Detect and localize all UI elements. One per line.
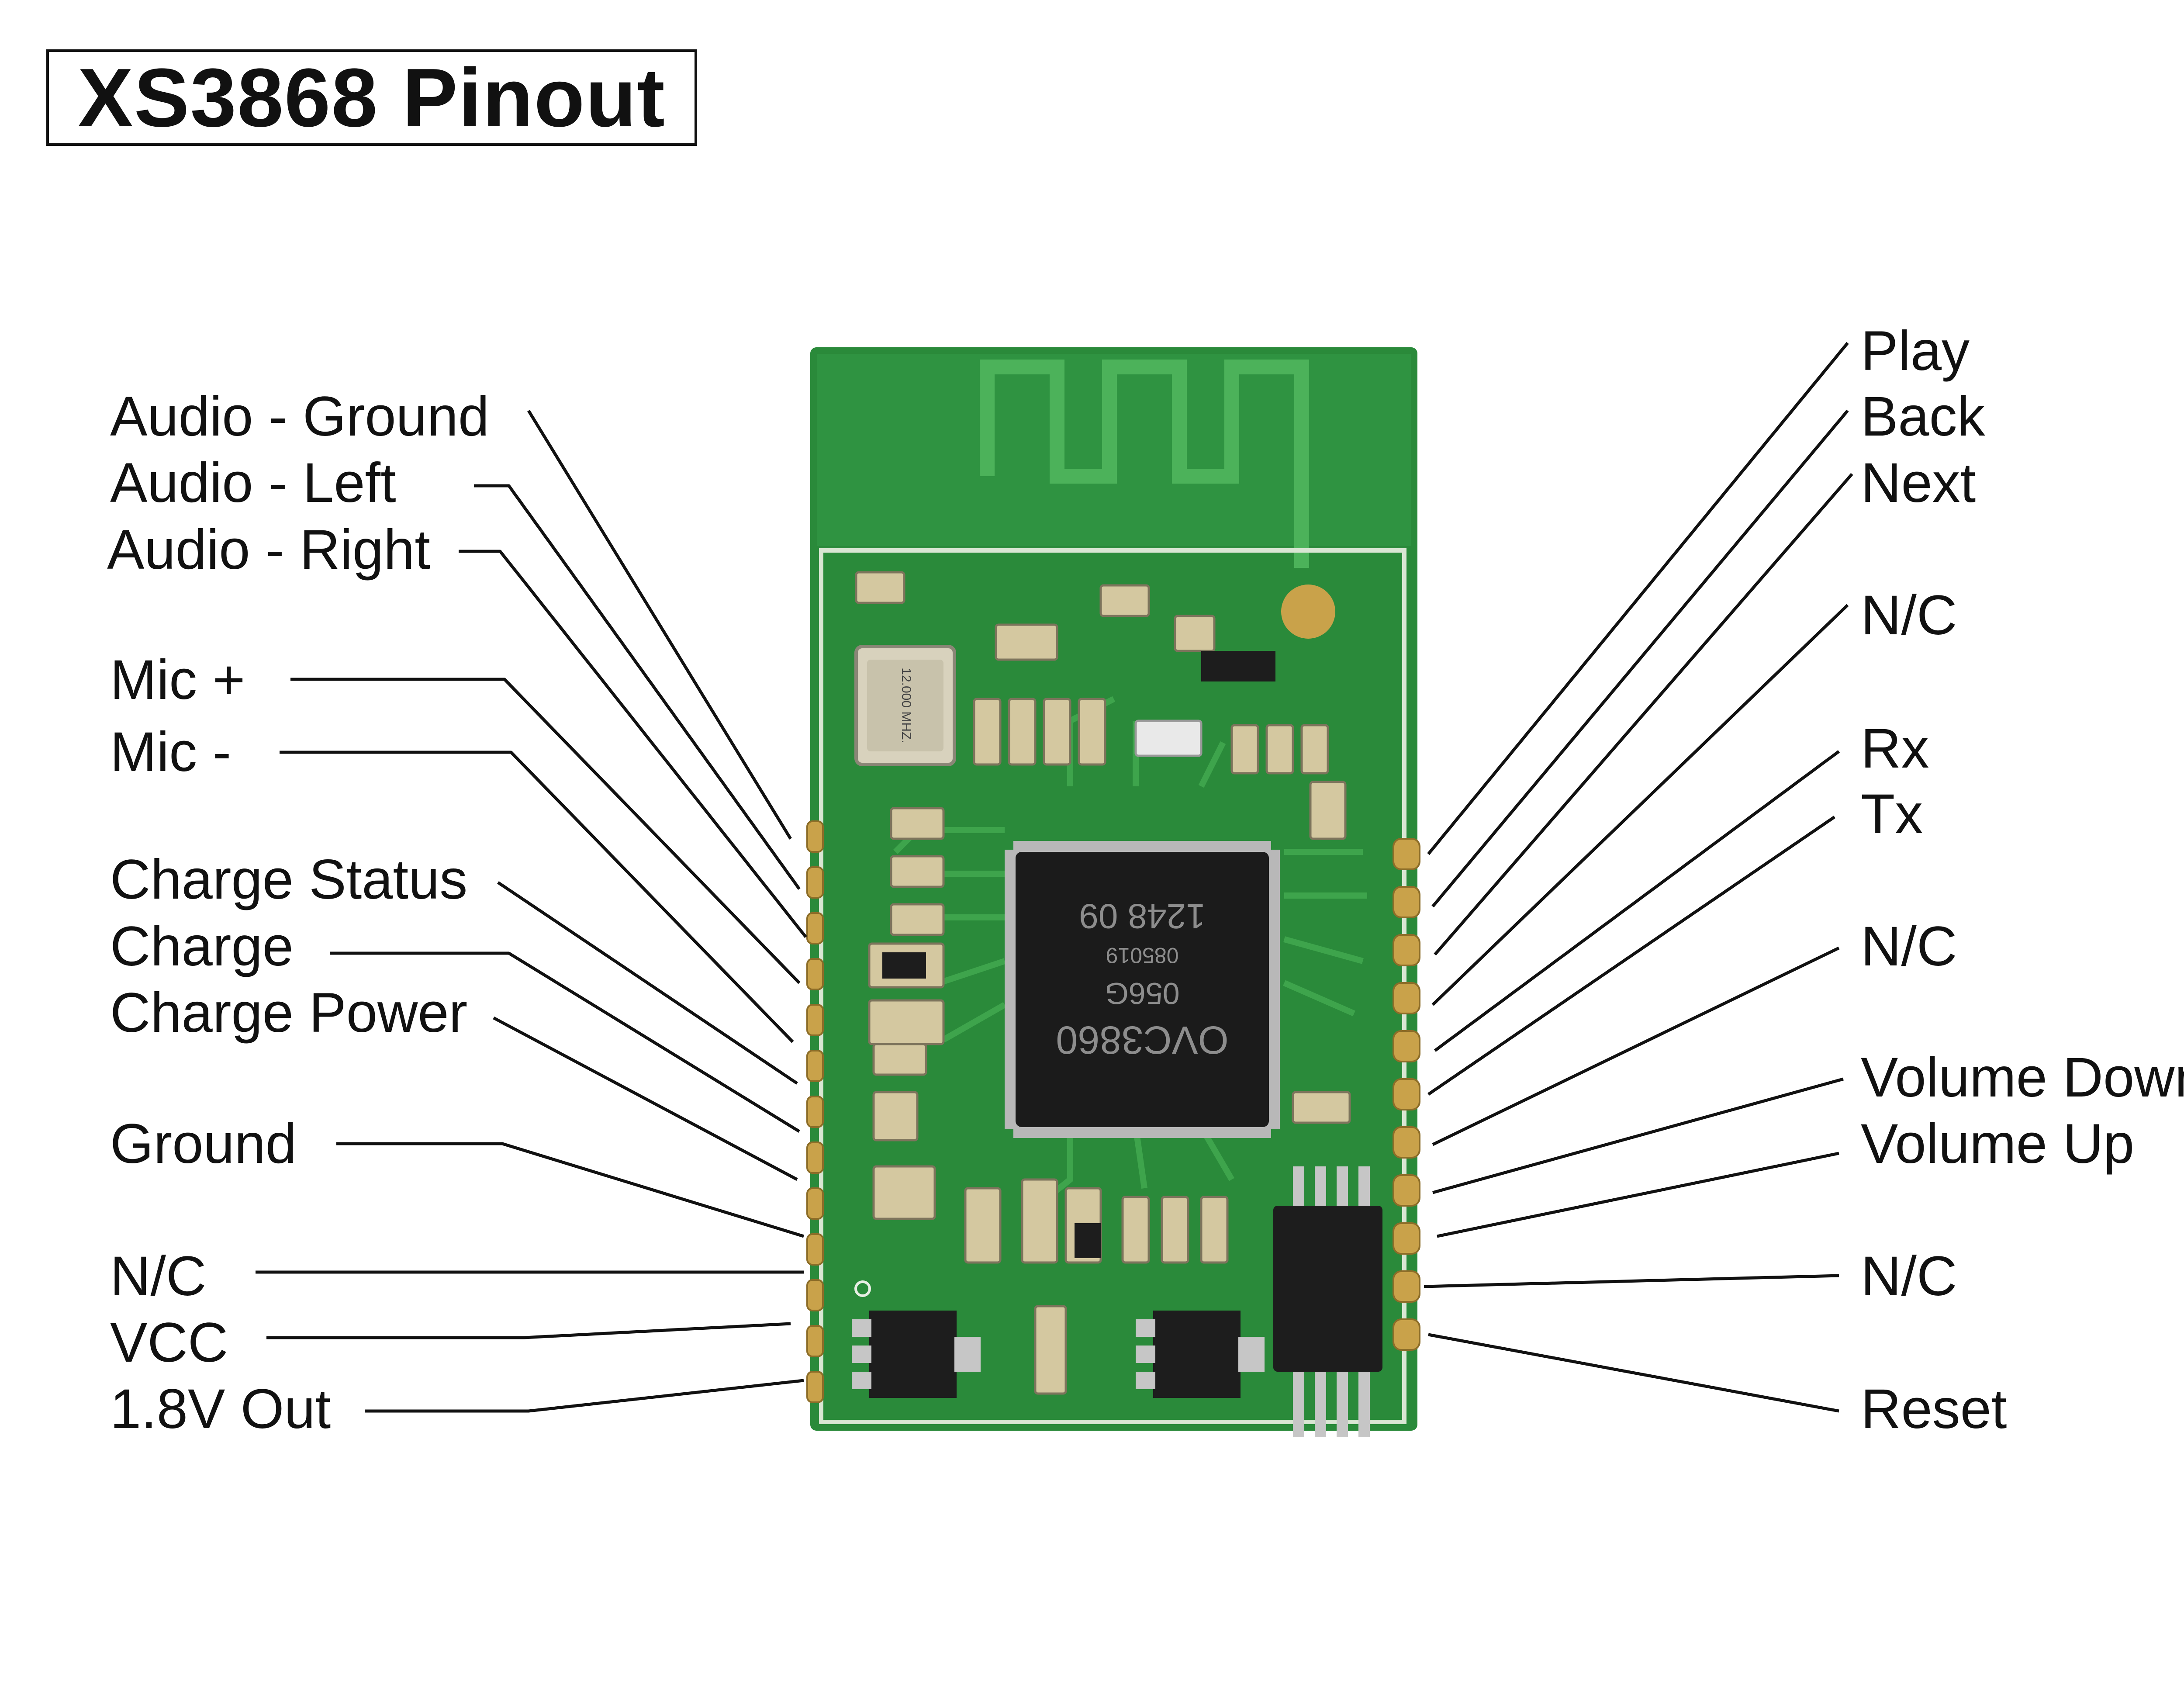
leader-audio-right <box>459 550 807 938</box>
pin-label-next: Next <box>1861 452 1976 514</box>
pin-label-mic-plus: Mic + <box>110 649 245 711</box>
leader-charge-status <box>497 881 798 1085</box>
pin-label-ground: Ground <box>110 1113 297 1175</box>
pin-label-back: Back <box>1861 385 1985 448</box>
regulator-right <box>1136 1311 1265 1398</box>
leader-back <box>1431 409 1849 908</box>
leader-tx <box>1427 816 1835 1096</box>
leader-charge-power <box>493 1016 798 1181</box>
leader-play <box>1427 342 1849 855</box>
pin-label-18v-out: 1.8V Out <box>110 1378 331 1440</box>
leader-volume-down <box>1432 1077 1844 1194</box>
pin-label-charge-status: Charge Status <box>110 848 468 911</box>
leader-nc-3 <box>1424 1274 1839 1288</box>
chip-marking-3: 085019 <box>1106 943 1179 968</box>
chip-marking-1: OVC3860 <box>1056 1018 1228 1062</box>
left-leader-lines <box>256 410 807 1413</box>
title-box: XS3868 Pinout <box>46 49 697 146</box>
right-leader-lines <box>1424 342 1853 1413</box>
pin-label-nc-1: N/C <box>1861 584 1957 647</box>
leader-audio-left <box>474 484 801 890</box>
passive-components <box>854 571 1351 1395</box>
pin-label-rx: Rx <box>1861 717 1929 780</box>
crystal-marking: 12.000 MHZ. <box>899 668 913 743</box>
leader-nc-2 <box>1432 946 1840 1146</box>
main-chip: OVC3860 056G 085019 1248 09 <box>1005 841 1280 1138</box>
pin-label-audio-right: Audio - Right <box>107 519 430 581</box>
pin-label-charge-power: Charge Power <box>110 982 468 1044</box>
leader-audio-ground <box>527 410 792 840</box>
pin-label-play: Play <box>1861 320 1970 382</box>
leader-ground <box>336 1142 805 1238</box>
pin-label-audio-ground: Audio - Ground <box>110 385 490 448</box>
left-pad-row <box>806 820 824 1403</box>
antenna-trace <box>980 360 1309 568</box>
led-component <box>1134 719 1203 757</box>
pin-label-charge: Charge <box>110 915 294 978</box>
leader-mic-plus <box>290 678 801 984</box>
leader-charge <box>330 951 800 1133</box>
chip-marking-2: 056G <box>1105 976 1179 1010</box>
leader-nc-1 <box>1431 604 1849 1006</box>
pin-label-volume-down: Volume Down <box>1861 1046 2184 1109</box>
leader-vcc <box>266 1322 791 1339</box>
leader-18v-out <box>365 1379 804 1413</box>
diagram-title: XS3868 Pinout <box>78 51 666 144</box>
leader-reset <box>1428 1333 1839 1413</box>
sop8-chip <box>1273 1166 1382 1437</box>
pin-label-nc-left: N/C <box>110 1245 207 1308</box>
pin-label-nc-2: N/C <box>1861 915 1957 978</box>
pin-label-reset: Reset <box>1861 1378 2007 1440</box>
pin-label-vcc: VCC <box>110 1311 228 1374</box>
crystal-oscillator: 12.000 MHZ. <box>854 645 956 766</box>
pin-label-audio-left: Audio - Left <box>110 452 396 514</box>
chip-marking-4: 1248 09 <box>1079 897 1205 936</box>
pin-label-mic-minus: Mic - <box>110 721 232 783</box>
pin-label-volume-up: Volume Up <box>1861 1113 2135 1175</box>
right-pad-row <box>1393 838 1420 1351</box>
chip-body <box>1016 852 1269 1127</box>
antenna-via <box>1281 585 1335 639</box>
leader-mic-minus <box>280 751 794 1043</box>
leader-volume-up <box>1437 1152 1839 1238</box>
pin-label-nc-3: N/C <box>1861 1245 1957 1308</box>
leader-next <box>1434 473 1853 956</box>
pcb-module: 12.000 MHZ. OVC3860 056G 085019 1248 09 <box>806 347 1420 1437</box>
regulator-left <box>852 1311 981 1398</box>
leader-rx <box>1434 750 1840 1052</box>
pin-label-tx: Tx <box>1861 783 1923 845</box>
